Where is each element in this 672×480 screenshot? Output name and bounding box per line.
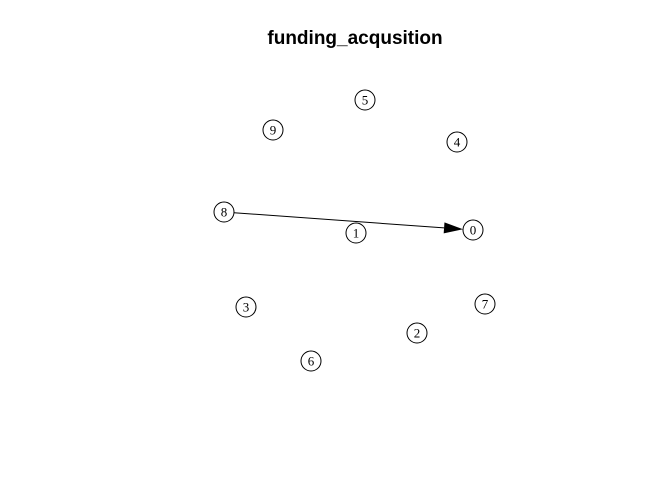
node-0: 0	[462, 219, 484, 241]
node-7: 7	[474, 293, 496, 315]
node-circle	[235, 296, 257, 318]
node-label: 9	[270, 123, 277, 138]
node-label: 8	[221, 205, 228, 220]
node-label: 6	[308, 354, 315, 369]
node-3: 3	[235, 296, 257, 318]
node-2: 2	[406, 322, 428, 344]
nodes-layer: 0 1 2 3 4 5 6 7 8 9	[213, 89, 496, 372]
node-circle	[462, 219, 484, 241]
node-6: 6	[300, 350, 322, 372]
node-9: 9	[262, 119, 284, 141]
node-circle	[406, 322, 428, 344]
node-label: 0	[470, 223, 477, 238]
node-circle	[345, 222, 367, 244]
node-1: 1	[345, 222, 367, 244]
node-circle	[213, 201, 235, 223]
node-8: 8	[213, 201, 235, 223]
graph-title: funding_acqusition	[267, 28, 443, 49]
node-circle	[300, 350, 322, 372]
node-5: 5	[354, 89, 376, 111]
edges-layer	[233, 212, 464, 234]
node-circle	[474, 293, 496, 315]
node-label: 7	[482, 297, 489, 312]
node-label: 2	[414, 326, 421, 341]
node-label: 5	[362, 93, 369, 108]
edge-8-0	[233, 212, 445, 229]
node-label: 3	[243, 300, 250, 315]
node-circle	[354, 89, 376, 111]
node-label: 4	[454, 135, 461, 150]
node-4: 4	[446, 131, 468, 153]
node-circle	[262, 119, 284, 141]
edge-arrowhead-8-0	[443, 222, 464, 234]
node-circle	[446, 131, 468, 153]
node-label: 1	[353, 226, 360, 241]
